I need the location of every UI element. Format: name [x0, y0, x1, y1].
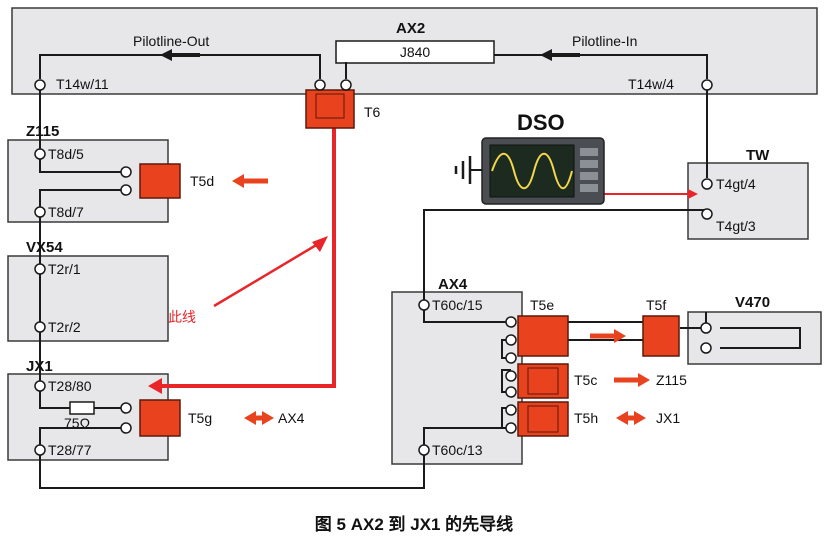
tw-pin-top-label: T4gt/4: [716, 176, 756, 192]
j840-label: J840: [400, 44, 431, 60]
t5c-arrow: [614, 373, 650, 387]
t5d-arrow: [232, 174, 268, 188]
jx1-title: JX1: [26, 358, 53, 375]
z115-upper-loop-wire: [39, 154, 126, 173]
t5f-label: T5f: [646, 297, 666, 313]
t5e-label: T5e: [530, 297, 554, 313]
t5g-connector: [139, 399, 181, 437]
figure-caption: 图 5 AX2 到 JX1 的先导线: [315, 514, 513, 534]
vx54-pin-bottom-label: T2r/2: [48, 319, 81, 335]
ground-icon: [454, 156, 482, 184]
t5e-arrow: [590, 329, 626, 343]
t5d-connector: [139, 163, 181, 199]
z115-lower-loop-wire: [39, 189, 126, 212]
ax2-title: AX2: [396, 20, 425, 37]
z115-pin-bottom-label: T8d/7: [48, 204, 84, 220]
this-wire-pointer: [213, 242, 319, 308]
t5c-target-label: Z115: [656, 372, 687, 388]
t5e-connector: [517, 315, 569, 357]
v470-block: [687, 311, 822, 365]
jx1-resistor-label: 75Ω: [64, 415, 90, 431]
t6-label: T6: [364, 104, 381, 120]
tw-pin-bottom-label: T4gt/3: [716, 218, 756, 234]
t5h-label: T5h: [574, 410, 598, 426]
t5g-label: T5g: [188, 410, 212, 426]
v470-title: V470: [735, 294, 770, 311]
resistor-75-ohm: [69, 401, 95, 415]
t5h-arrow: [616, 411, 646, 425]
j840-box: [335, 40, 495, 64]
t5g-arrow: [244, 411, 274, 425]
pilot-in-arrowhead: [540, 49, 552, 61]
pilot-out-arrowhead: [160, 49, 172, 61]
dso-oscilloscope: [481, 137, 605, 205]
vx54-pin-top-label: T2r/1: [48, 261, 81, 277]
t5c-connector: [517, 363, 569, 399]
jx1-lower-wire: [39, 427, 126, 450]
v470-loop-wire: [720, 327, 801, 349]
vx54-block: [7, 255, 169, 342]
tw-title: TW: [746, 147, 770, 164]
t5d-label: T5d: [190, 173, 214, 189]
pilot-red-wire: [156, 127, 336, 388]
jx1-pin-bottom-label: T28/77: [48, 442, 92, 458]
z115-pin-top-label: T8d/5: [48, 146, 84, 162]
pilot-red-arrowhead: [148, 378, 162, 394]
vx54-title: VX54: [26, 239, 63, 256]
dso-probe-arrowhead: [688, 189, 698, 199]
z115-title: Z115: [26, 123, 59, 140]
ax4-title: AX4: [438, 276, 468, 293]
ax2-pin-right-label: T14w/4: [628, 76, 674, 92]
ax4-block: [391, 291, 523, 465]
terminal-pins: [34, 79, 713, 456]
t5c-label: T5c: [574, 372, 597, 388]
t5f-connector: [642, 315, 680, 357]
pilot-out-label: Pilotline-Out: [133, 33, 209, 49]
ax2-pin-left-label: T14w/11: [56, 76, 109, 92]
dso-title: DSO: [517, 110, 565, 135]
t5h-target-label: JX1: [656, 410, 680, 426]
jx1-upper-wire: [39, 386, 70, 409]
t6-connector: [305, 89, 355, 129]
pilot-in-label: Pilotline-In: [572, 33, 637, 49]
jx1-pin-top-label: T28/80: [48, 378, 92, 394]
ax4-t60c13-wire: [423, 427, 511, 450]
jx1-ax4-return-wire: [39, 450, 425, 489]
t5h-connector: [517, 401, 569, 437]
this-wire-label: 此线: [168, 309, 196, 325]
t5g-target-label: AX4: [278, 410, 305, 426]
ax4-pin-bottom-label: T60c/13: [432, 442, 483, 458]
ax4-pin-top-label: T60c/15: [432, 297, 483, 313]
this-wire-pointer-head: [312, 236, 328, 252]
